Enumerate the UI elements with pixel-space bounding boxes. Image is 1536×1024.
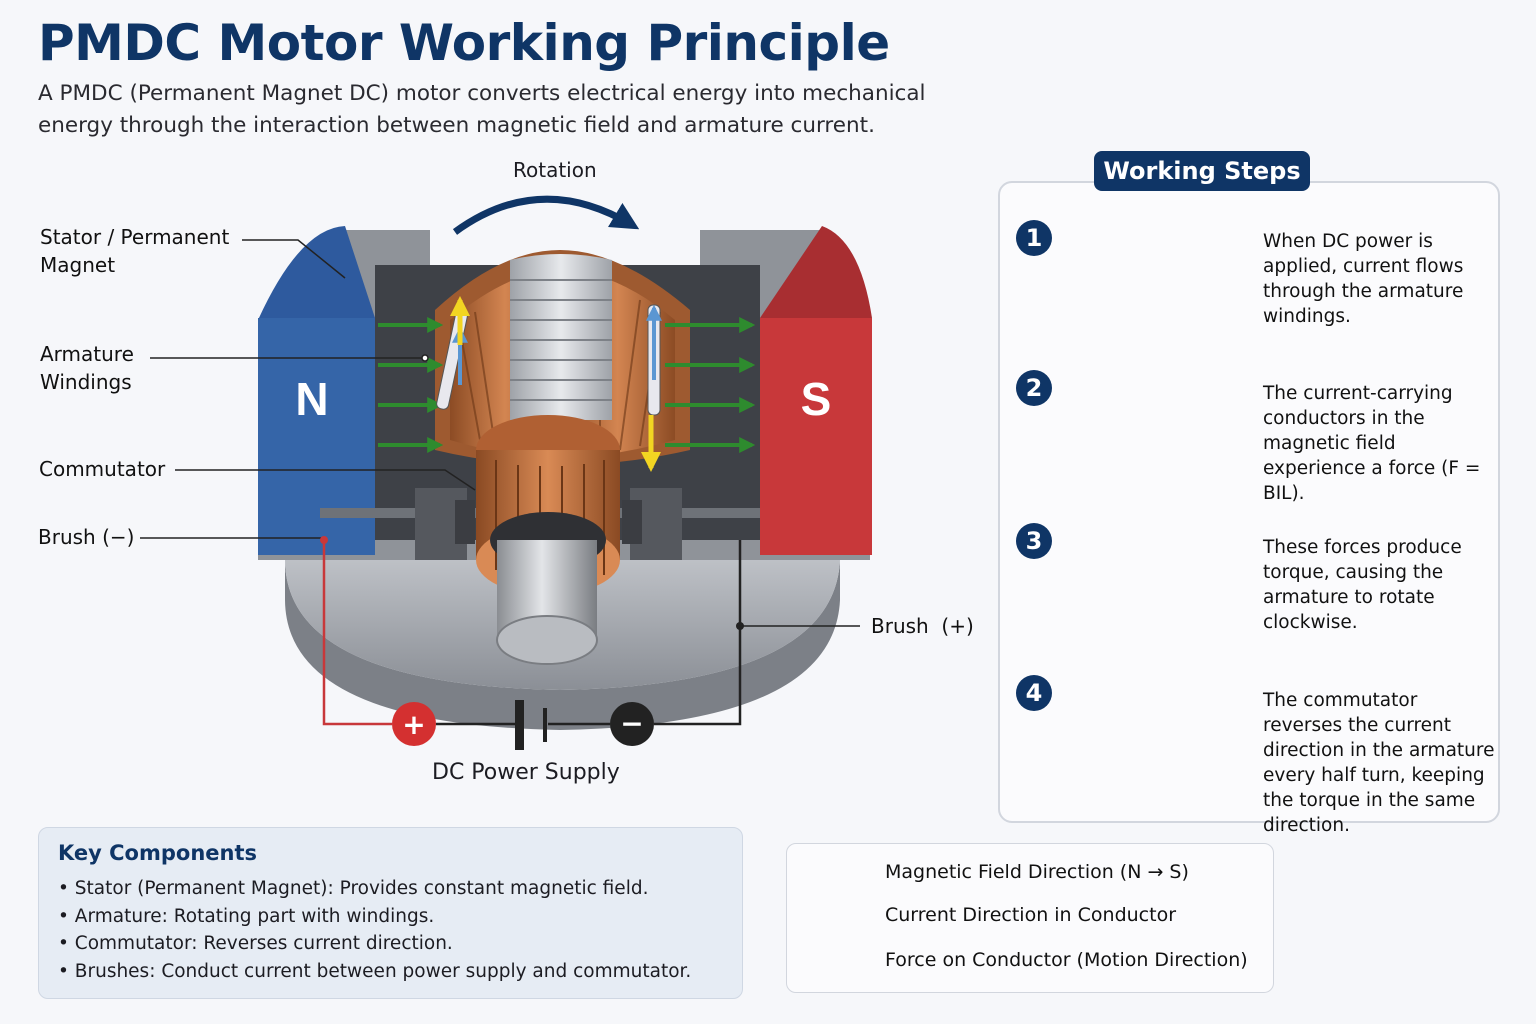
north-pole-label: N: [295, 373, 328, 425]
leader-lines: [140, 239, 860, 627]
stator-leader: [242, 239, 346, 279]
brush-positive-label: Brush (+): [871, 614, 974, 638]
working-steps-title: Working Steps: [1094, 151, 1310, 191]
step-1-number: 1: [1016, 220, 1052, 256]
left-conductor: [436, 296, 470, 410]
key-component-item: • Armature: Rotating part with windings.: [58, 905, 435, 927]
commutator-leader: [175, 469, 476, 491]
step-2-text: The current-carrying conductors in the m…: [1263, 383, 1481, 504]
plus-sign: +: [402, 708, 425, 741]
key-components-panel: [38, 827, 743, 999]
key-components-list: • Stator (Permanent Magnet): Provides co…: [58, 875, 691, 985]
page-subtitle: A PMDC (Permanent Magnet DC) motor conve…: [38, 81, 926, 138]
right-conductor: [641, 304, 662, 472]
rotation-label: Rotation: [513, 158, 597, 182]
key-component-item: • Commutator: Reverses current direction…: [58, 933, 453, 954]
step-3-text: These forces produce torque, causing the…: [1263, 537, 1462, 633]
minus-terminal: −: [610, 702, 654, 746]
stator-label: Stator / Permanent Magnet: [40, 225, 230, 277]
key-components-title: Key Components: [58, 841, 258, 865]
power-supply-label: DC Power Supply: [432, 760, 620, 785]
shaft: [496, 540, 598, 665]
key-component-item: • Stator (Permanent Magnet): Provides co…: [58, 878, 649, 899]
rotation-arrow: [452, 195, 640, 235]
legend-current-label: Current Direction in Conductor: [885, 904, 1177, 926]
step-4-number: 4: [1016, 675, 1052, 711]
minus-sign: −: [620, 707, 643, 740]
step-3-number: 3: [1016, 523, 1052, 559]
legend-field-label: Magnetic Field Direction (N → S): [885, 861, 1189, 883]
south-pole-label: S: [801, 373, 832, 425]
page-title: PMDC Motor Working Principle: [38, 14, 890, 72]
positive-wire: [654, 540, 742, 726]
step-4-text: The commutator reverses the current dire…: [1263, 690, 1495, 836]
circuit: [320, 536, 744, 726]
field-arrows: [378, 317, 756, 453]
commutator-label: Commutator: [39, 457, 166, 481]
step-1-text: When DC power is applied, current flows …: [1263, 231, 1464, 327]
plus-terminal: +: [392, 702, 436, 746]
legend-force-label: Force on Conductor (Motion Direction): [885, 949, 1248, 971]
battery-symbol: [515, 700, 547, 750]
armature-label: Armature Windings: [40, 342, 134, 394]
brush-negative-label: Brush (−): [38, 525, 135, 549]
key-component-item: • Brushes: Conduct current between power…: [58, 960, 692, 982]
legend-panel: [786, 843, 1274, 993]
south-magnet: S: [760, 226, 872, 555]
north-magnet: N: [258, 226, 375, 555]
negative-wire: [322, 540, 392, 726]
step-2-number: 2: [1016, 370, 1052, 406]
armature: [435, 250, 690, 465]
